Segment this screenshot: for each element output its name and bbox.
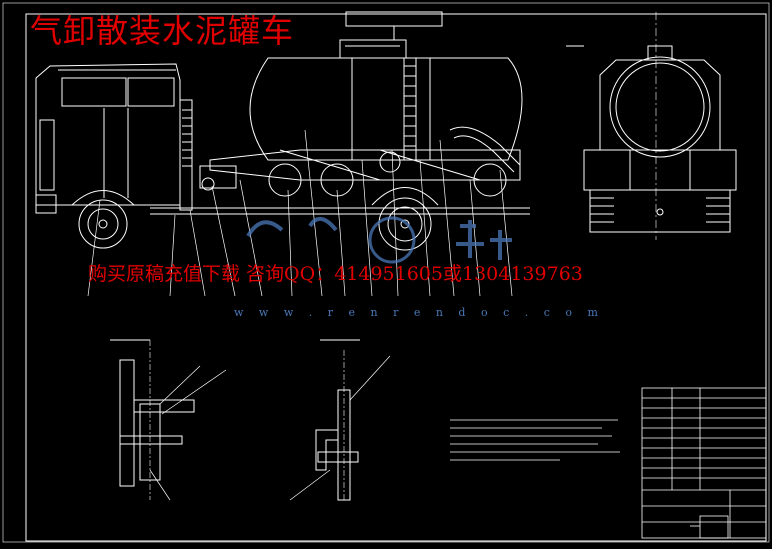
cab-outline: [35, 63, 181, 206]
front-wheel-arch: [71, 190, 135, 206]
mid-valve: [379, 151, 401, 173]
tank-ladder: [403, 58, 417, 160]
detail-b-angle: [315, 429, 339, 471]
rear-tank-inner: [615, 62, 705, 152]
detail-a-plate: [119, 359, 135, 487]
cab-ribs: [182, 109, 192, 167]
mid-wheel-2: [320, 163, 354, 197]
detail-b-leader-1: [349, 355, 391, 401]
detail-a-bracket: [119, 435, 183, 445]
detail-a-leader-1: [159, 365, 201, 405]
sheet-border: [25, 13, 767, 542]
promo-banner: 购买原稿充值下载 咨询QQ：414951605或1304139763: [88, 263, 583, 285]
air-tank-valve: [201, 177, 215, 191]
drawing-title: 气卸散装水泥罐车: [30, 12, 295, 50]
detail-view-a: [110, 339, 227, 501]
rear-body-base: [583, 149, 737, 191]
rear-tank-frame: [599, 59, 721, 151]
rear-wheel-rim: [387, 206, 423, 242]
detail-view-b: [289, 339, 391, 501]
title-block: [641, 387, 767, 539]
tank-manhole: [339, 39, 407, 59]
tank-subframe: [209, 149, 521, 181]
detail-b-leader-2: [289, 469, 331, 501]
rear-axle: [656, 208, 664, 216]
rear-view: [566, 12, 737, 240]
watermark-url: w w w . r e n r e n d o c . c o m: [234, 306, 604, 319]
rear-tank-outer: [609, 56, 711, 158]
discharge-pipe: [449, 126, 521, 173]
rear-manhole: [647, 45, 673, 61]
front-bumper: [35, 194, 57, 214]
front-wheel: [78, 199, 128, 249]
renrendoc-logo: [246, 216, 512, 264]
rear-wheel-top: [473, 163, 507, 197]
front-wheel-hub: [98, 219, 108, 229]
cab-front-panel: [39, 119, 55, 191]
mid-wheel-1: [268, 163, 302, 197]
tank-body: [249, 57, 523, 161]
detail-a-leader-3: [149, 469, 171, 501]
rear-tires: [589, 189, 731, 233]
rear-tire-treads: [590, 197, 730, 223]
cab-side-window: [127, 77, 175, 107]
truck-side-view: [35, 11, 530, 297]
cab-rear-wall: [179, 99, 193, 211]
cab-windshield: [61, 77, 127, 107]
detail-b-bolt: [317, 451, 359, 463]
detail-a-flange: [133, 399, 195, 413]
air-tank: [199, 165, 237, 189]
subframe-brace: [279, 149, 381, 181]
tech-requirements: [450, 419, 620, 461]
detail-a-leader-2: [161, 369, 227, 415]
front-wheel-rim: [87, 208, 119, 240]
rear-wheel-arch: [371, 187, 439, 206]
part-leaders: [87, 129, 513, 297]
